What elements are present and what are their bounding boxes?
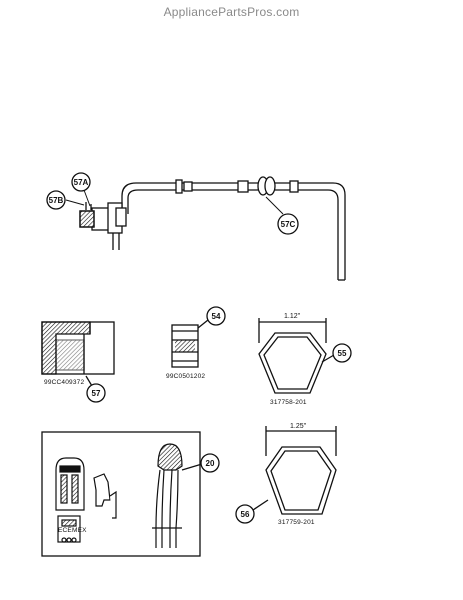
plug-label: ECEMEX (58, 527, 87, 534)
callout-54: 54 (206, 306, 226, 326)
callout-20: 20 (200, 453, 220, 473)
watermark-text: AppliancePartsPros.com (163, 5, 300, 19)
callout-57a-label: 57A (74, 178, 89, 187)
callout-55: 55 (332, 343, 352, 363)
part-57-fitting (41, 321, 115, 387)
callout-57b-label: 57B (49, 196, 64, 205)
callout-20-label: 20 (206, 459, 215, 468)
part-56-hex-nut (252, 426, 337, 515)
callout-56-label: 56 (241, 510, 250, 519)
callout-56: 56 (235, 504, 255, 524)
callout-57c-label: 57C (281, 220, 296, 229)
part-20-harness (55, 443, 203, 548)
callout-54-label: 54 (212, 312, 221, 321)
callout-57a: 57A (71, 172, 91, 192)
callout-57: 57 (86, 383, 106, 403)
callout-57c: 57C (277, 213, 299, 235)
part-56-number: 317759-201 (278, 519, 315, 526)
part-54-number: 99C0501202 (166, 373, 205, 380)
leader-lines-top (65, 189, 284, 215)
callout-57-label: 57 (92, 389, 101, 398)
callout-55-label: 55 (338, 349, 347, 358)
valve-tubing-assembly (79, 176, 346, 281)
part-57-number: 99CC409372 (44, 379, 84, 386)
part-54-insert (171, 319, 209, 368)
part-55-number: 317758-201 (270, 399, 307, 406)
callout-57b: 57B (46, 190, 66, 210)
part-55-dimension: 1.12" (284, 313, 301, 320)
part-55-hex-nut (258, 318, 335, 394)
part-56-dimension: 1.25" (290, 423, 307, 430)
